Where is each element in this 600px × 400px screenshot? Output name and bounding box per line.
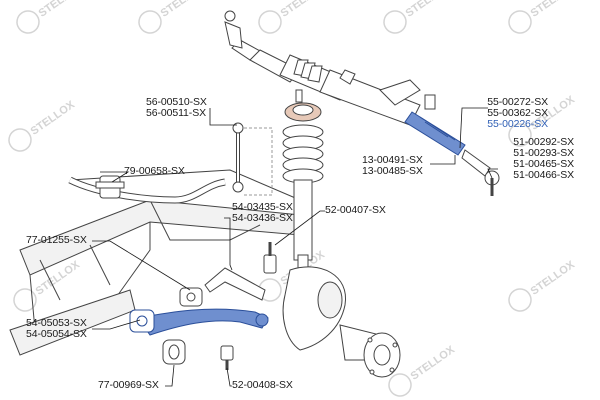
label-steering-rack-tie-rods: 55-00272-SX 55-00362-SX 55-00226-SX	[487, 97, 548, 130]
upper-ball-joint-part	[263, 242, 277, 274]
part-number: 54-05053-SX	[26, 317, 87, 329]
part-number: 13-00491-SX	[362, 154, 423, 166]
part-number: 77-00969-SX	[98, 379, 159, 391]
tie-rod-end-part	[461, 149, 500, 196]
upper-arm-part	[179, 267, 266, 307]
watermark-text: STELLOX	[404, 0, 453, 20]
steering-rack-part	[224, 10, 436, 126]
part-number: 55-00272-SX	[487, 96, 548, 108]
label-upper-arm: 54-03435-SX 54-03436-SX	[232, 202, 293, 224]
watermark-text: STELLOX	[29, 98, 78, 137]
label-strut-mount: 13-00491-SX 13-00485-SX	[362, 155, 423, 177]
part-number: 54-03435-SX	[232, 201, 293, 213]
part-number: 54-03436-SX	[232, 212, 293, 224]
label-upper-ball-joint: 52-00407-SX	[325, 205, 386, 216]
part-number: 51-00292-SX	[513, 136, 574, 148]
watermark-text: STELLOX	[409, 343, 458, 382]
part-number: 52-00408-SX	[232, 379, 293, 391]
part-number: 77-01255-SX	[26, 234, 87, 246]
label-stabilizer-link: 56-00510-SX 56-00511-SX	[146, 97, 207, 119]
part-number: 13-00485-SX	[362, 165, 423, 177]
label-lower-arm: 54-05053-SX 54-05054-SX	[26, 318, 87, 340]
lower-arm-highlighted-part	[129, 308, 269, 336]
knuckle-part	[282, 266, 401, 378]
part-number: 51-00465-SX	[513, 158, 574, 170]
label-stabilizer-bushing: 79-00658-SX	[124, 166, 185, 177]
stabilizer-bar	[68, 175, 226, 204]
part-number: 51-00466-SX	[513, 169, 574, 181]
watermark-text: STELLOX	[529, 0, 578, 20]
label-lower-bushing: 77-00969-SX	[98, 380, 159, 391]
stabilizer-link-part	[232, 122, 273, 196]
part-number: 56-00510-SX	[146, 96, 207, 108]
leader-lines	[92, 107, 498, 387]
lower-bushing-part	[162, 339, 186, 365]
label-arm-bushing: 77-01255-SX	[26, 235, 87, 246]
part-number: 51-00293-SX	[513, 147, 574, 159]
watermark-text: STELLOX	[159, 0, 208, 20]
watermark-text: STELLOX	[529, 258, 578, 297]
part-number: 54-05054-SX	[26, 328, 87, 340]
label-tie-rod-ends: 51-00292-SX 51-00293-SX 51-00465-SX 51-0…	[513, 137, 574, 181]
strut-part	[282, 89, 324, 286]
part-number: 55-00362-SX	[487, 107, 548, 119]
part-number-highlighted: 55-00226-SX	[487, 118, 548, 130]
part-number: 52-00407-SX	[325, 204, 386, 216]
label-lower-ball-joint: 52-00408-SX	[232, 380, 293, 391]
watermark-text: STELLOX	[279, 0, 328, 20]
part-number: 56-00511-SX	[146, 107, 206, 119]
tie-rod-highlighted-part	[404, 111, 466, 156]
part-number: 79-00658-SX	[124, 165, 185, 177]
watermark-text: STELLOX	[37, 0, 86, 20]
lower-ball-joint-part	[220, 345, 234, 370]
